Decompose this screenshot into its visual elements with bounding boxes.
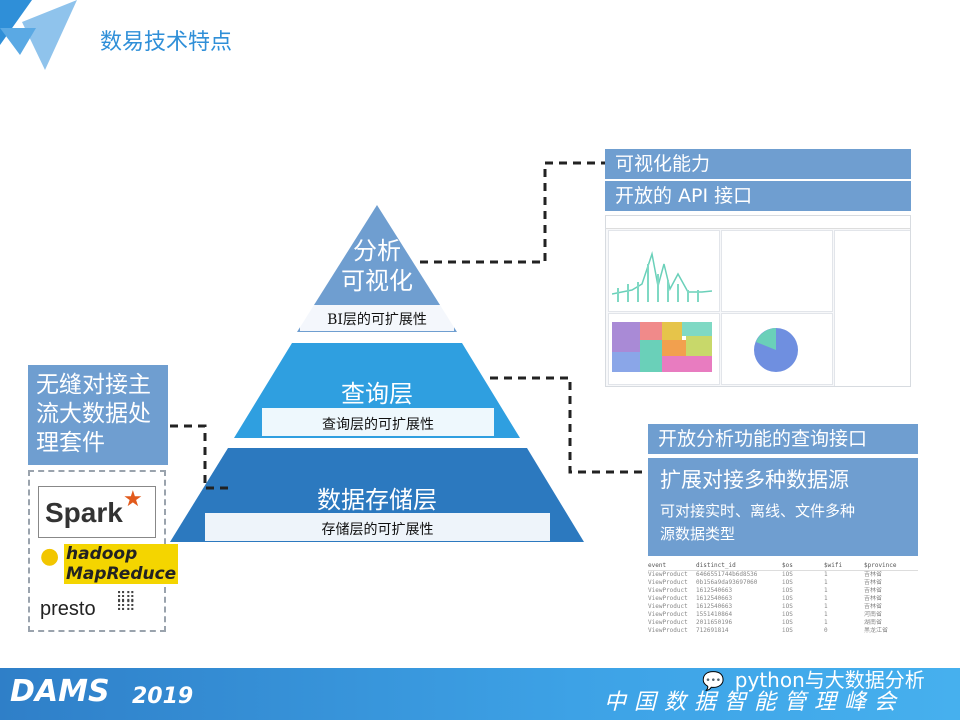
pyramid-bottom-title: 数据存储层 — [317, 486, 437, 514]
footer-conference: 中国数据智能管理峰会 — [604, 690, 905, 715]
integration-text-box: 无缝对接主 流大数据处 理套件 — [28, 365, 168, 465]
query-interface-label: 开放分析功能的查询接口 — [648, 424, 918, 454]
footer-watermark: 💬 python与大数据分析 — [702, 668, 925, 692]
connector-top — [420, 161, 605, 264]
pyramid-middle-subtitle: 查询层的可扩展性 — [322, 417, 434, 433]
api-label: 开放的 API 接口 — [605, 181, 911, 211]
pyramid-bottom-subtitle: 存储层的可扩展性 — [321, 522, 434, 538]
pyramid-top-title: 分析 可视化 — [341, 237, 413, 295]
footer-year: 2019 — [132, 684, 194, 709]
datasource-desc-1: 可对接实时、离线、文件多种 — [660, 502, 856, 520]
dashboard-screenshot — [605, 215, 911, 387]
hadoop-logo: ● hadoop MapReduce — [40, 544, 179, 584]
datasource-desc-2: 源数据类型 — [660, 525, 736, 543]
page-title: 数易技术特点 — [100, 30, 233, 55]
footer-brand: DAMS — [10, 674, 110, 709]
visualization-label: 可视化能力 — [605, 149, 911, 179]
corner-logo-triangles — [0, 0, 77, 70]
pyramid-middle-title: 查询层 — [341, 380, 413, 408]
footer-banner — [0, 668, 960, 720]
pyramid-top-layer — [297, 205, 457, 332]
logos-panel: Spark ★ ● hadoop MapReduce presto ⠿⠿⠿⠿ — [28, 470, 179, 632]
connector-middle — [490, 376, 648, 474]
wechat-icon: 💬 — [702, 671, 725, 692]
line-chart-thumbnail — [612, 251, 712, 302]
presto-logo: presto ⠿⠿⠿⠿ — [40, 590, 135, 620]
spark-logo: Spark ★ — [38, 486, 156, 538]
pyramid-top-subtitle: BI层的可扩展性 — [327, 312, 427, 328]
datasource-title: 扩展对接多种数据源 — [660, 468, 849, 492]
pie-chart-thumbnail — [754, 328, 798, 372]
treemap-thumbnail — [612, 322, 712, 372]
datasource-box: 扩展对接多种数据源 可对接实时、离线、文件多种 源数据类型 — [648, 458, 918, 556]
connector-left — [170, 424, 228, 490]
